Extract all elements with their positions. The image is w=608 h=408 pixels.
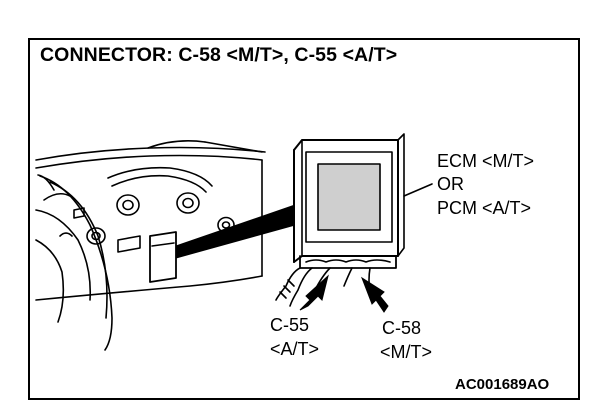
diagram-title: CONNECTOR: C-58 <M/T>, C-55 <A/T>: [40, 44, 398, 66]
instrument-cluster: [73, 166, 235, 253]
c58-label-line1: C-58: [382, 318, 422, 338]
c58-label-line2: <M/T>: [380, 342, 433, 362]
steering-wheel: [35, 175, 113, 351]
ecm-unit: [293, 133, 405, 263]
ecm-leader-line: [403, 183, 433, 197]
c55-label-line1: C-55: [270, 315, 310, 335]
ecm-label-line3: PCM <A/T>: [437, 198, 532, 218]
panel-location-box: [149, 231, 177, 283]
connector-harness: [275, 255, 397, 307]
c55-label-line2: <A/T>: [270, 339, 320, 359]
callout-wedge: [175, 204, 296, 259]
c55-arrow: [299, 274, 329, 311]
reference-code: AC001689AO: [455, 376, 550, 393]
c58-arrow: [360, 276, 389, 313]
ecm-label-line1: ECM <M/T>: [437, 151, 535, 171]
ecm-label-line2: OR: [437, 174, 464, 194]
